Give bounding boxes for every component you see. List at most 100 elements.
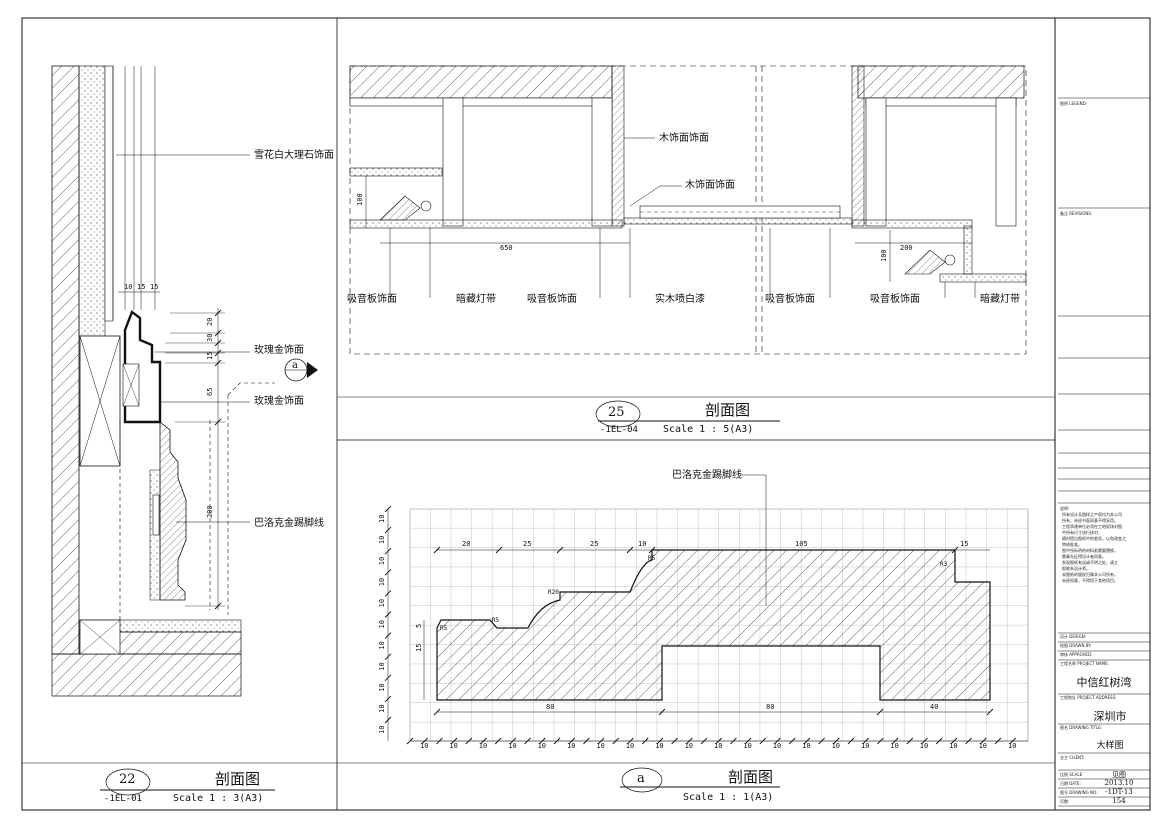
- bottom-dim-label: 10: [420, 742, 428, 750]
- label-marble: 雪花白大理石饰面: [254, 148, 334, 161]
- view-25-title-text: 剖面图: [705, 401, 750, 419]
- note-line: 所有设计及图样之产权均为本公司: [1062, 512, 1122, 517]
- drawing-no-label: 图号 DRAWING NO.:: [1060, 790, 1099, 795]
- left-dim-tick: [384, 505, 392, 513]
- note-line: 审核批准。: [1062, 542, 1082, 547]
- left-dim-tick: [384, 611, 392, 618]
- bottom-dim-tick: [774, 737, 781, 745]
- bottom-dim-tick: [553, 737, 561, 745]
- label-absorb-1: 吸音板饰面: [347, 292, 397, 305]
- label-rose-gold-2: 玫瑰金饰面: [254, 394, 304, 407]
- project-address: 深圳市: [1093, 710, 1127, 723]
- dim-bottom-40: 40: [930, 703, 938, 711]
- bottom-dim-tick: [979, 737, 987, 745]
- left-dim-label: 10: [378, 641, 386, 649]
- left-dim-label: 10: [378, 683, 386, 691]
- sheet-border: [21, 17, 1151, 811]
- view-22-title-text: 剖面图: [215, 770, 260, 788]
- dim-200: 200: [206, 505, 214, 518]
- view-25-title: 25 -1EL-04 剖面图 Scale 1 : 5(A3): [595, 400, 780, 435]
- label-absorb-4: 吸音板饰面: [870, 292, 920, 305]
- left-dim-label: 10: [378, 704, 386, 712]
- view-22-section: 20 30 15 65 200 10 15 15 雪花白大理石饰面 玫瑰金饰面 …: [51, 65, 334, 697]
- dim-10: 10: [124, 283, 132, 291]
- label-rose-gold-1: 玫瑰金饰面: [254, 343, 304, 356]
- left-dim-label: 10: [378, 557, 386, 565]
- bottom-dim-tick: [1009, 737, 1017, 745]
- left-dim-label: 10: [378, 515, 386, 523]
- radius-r5-b: R5: [492, 617, 500, 624]
- bottom-dim-tick: [715, 737, 723, 745]
- bottom-dim-tick: [671, 737, 678, 745]
- bottom-dim-tick: [568, 737, 576, 745]
- address-label: 工程地址 PROJECT ADDRESS:: [1060, 695, 1117, 700]
- radius-r5-c: R5: [648, 555, 656, 562]
- bottom-dim-label: 10: [1008, 742, 1016, 750]
- dim-30: 30: [206, 334, 214, 342]
- notes-label: 说明:: [1060, 506, 1070, 511]
- dim-100b: 100: [880, 249, 888, 262]
- view-a-number: a: [637, 771, 645, 786]
- bottom-dim-label: 10: [920, 742, 928, 750]
- dim-bottom-80b: 80: [766, 703, 774, 711]
- bottom-dim-tick: [994, 737, 1002, 745]
- bottom-dim-tick: [730, 737, 737, 745]
- left-dim-tick: [384, 526, 392, 534]
- left-dim-label: 10: [378, 599, 386, 607]
- bottom-dim-label: 10: [861, 742, 869, 750]
- bottom-dim-tick: [421, 737, 429, 745]
- label-absorb-2: 吸音板饰面: [527, 292, 577, 305]
- dim-15b: 15: [150, 283, 158, 291]
- note-line: 所有，未经书面同意不得采用。: [1062, 518, 1118, 523]
- dim-top-25a: 25: [523, 540, 531, 548]
- view-25-scale: Scale 1 : 5(A3): [663, 424, 753, 435]
- bottom-dim-label: 10: [655, 742, 663, 750]
- view-a-section: 20 25 25 10 105 15 R5 R5 R20 R5 R3 10101…: [378, 468, 1029, 750]
- legend-label: 图例 LEGEND:: [1060, 101, 1088, 106]
- drawing-title-label: 图名 DRAWING TITLE:: [1060, 725, 1103, 730]
- dim-top-15: 15: [960, 540, 968, 548]
- label-hidden-light-2: 暗藏灯带: [980, 292, 1020, 305]
- bottom-dim-label: 10: [979, 742, 987, 750]
- dim-65: 65: [206, 388, 214, 396]
- bottom-dim-label: 10: [890, 742, 898, 750]
- bottom-dim-label: 10: [773, 742, 781, 750]
- bottom-dim-tick: [906, 737, 914, 745]
- project-name: 中信红树湾: [1076, 676, 1132, 689]
- dim-bottom-80a: 80: [546, 703, 554, 711]
- bottom-dim-tick: [700, 737, 708, 745]
- bottom-dim-tick: [862, 737, 870, 745]
- bottom-dim-tick: [832, 737, 840, 745]
- bottom-dim-label: 10: [949, 742, 957, 750]
- view-22-sheet-ref: -1EL-01: [104, 794, 142, 804]
- bottom-dim-tick: [597, 737, 605, 745]
- bottom-dim-label: 10: [567, 742, 575, 750]
- drawing-no-value: -1DT-13: [1105, 788, 1133, 796]
- bottom-dim-label: 10: [626, 742, 634, 750]
- dim-top-10: 10: [638, 540, 646, 548]
- dim-20: 20: [206, 318, 214, 326]
- view-a-scale: Scale 1 : 1(A3): [683, 792, 773, 803]
- bottom-dim-label: 10: [685, 742, 693, 750]
- page-label: 页数:: [1060, 799, 1070, 804]
- note-line: 需事先征得设计者同意。: [1062, 554, 1106, 559]
- left-dim-tick: [384, 632, 392, 639]
- note-line: 本图纸的版权归属本公司所有，: [1062, 572, 1118, 577]
- bottom-dim-tick: [538, 737, 546, 745]
- bottom-dim-tick: [612, 737, 620, 745]
- label-baroque-skirting: 巴洛克金踢脚线: [254, 516, 324, 529]
- left-dim-tick: [384, 547, 392, 555]
- bottom-dim-tick: [965, 737, 972, 745]
- dim-top-105: 105: [795, 540, 808, 548]
- bottom-dim-label: 10: [743, 742, 751, 750]
- bottom-dim-label: 10: [596, 742, 604, 750]
- radius-r3: R3: [940, 561, 948, 568]
- drawing-title: 大样图: [1096, 741, 1124, 751]
- bottom-dim-tick: [627, 737, 634, 745]
- left-dim-tick: [384, 674, 392, 682]
- note-line: 工程承建单位必须在工地现场对图: [1062, 524, 1122, 529]
- scale-value: 见图: [1112, 771, 1126, 779]
- left-dim-tick: [384, 653, 392, 661]
- note-line: 发现图纸有误或不明之处，请立: [1062, 560, 1118, 565]
- bottom-dim-label: 10: [832, 742, 840, 750]
